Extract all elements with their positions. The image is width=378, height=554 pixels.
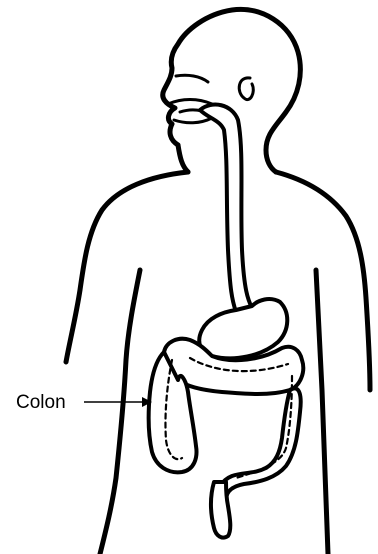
stomach	[199, 299, 287, 358]
descending-colon	[218, 388, 301, 500]
neck-front	[178, 145, 188, 172]
mouth-upper	[168, 100, 212, 105]
esophagus	[200, 105, 252, 312]
mouth-lower	[174, 118, 212, 123]
right-torso	[316, 270, 328, 554]
colon-label: Colon	[16, 392, 66, 413]
ear	[239, 78, 253, 100]
left-torso	[100, 270, 140, 554]
rectum	[211, 482, 230, 538]
nasal-cavity	[176, 75, 208, 82]
colon-callout: Colon	[16, 392, 152, 413]
